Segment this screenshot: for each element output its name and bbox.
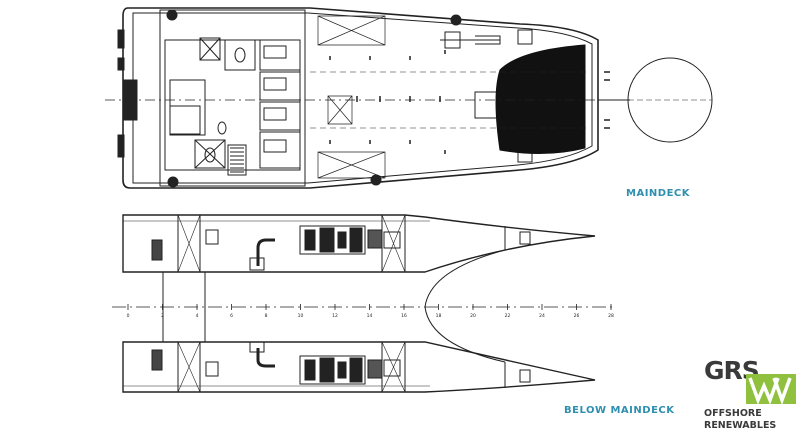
- toilet-3: [217, 121, 227, 135]
- hatch-mid: [327, 95, 353, 125]
- cabin-1: [259, 39, 301, 71]
- frame-number: 0: [127, 313, 130, 319]
- fwd-hatch-small: [517, 29, 533, 45]
- upper-gearbox: [367, 229, 383, 249]
- logo-mark-icon: [746, 374, 796, 404]
- wc-1: [224, 39, 256, 71]
- lower-exhaust-box: [249, 341, 265, 353]
- bollard-1: [166, 9, 178, 21]
- upper-tank-3: [519, 231, 531, 245]
- cross-box-1: [199, 37, 221, 61]
- upper-tank-1: [151, 239, 163, 261]
- aft-fender-1: [117, 29, 125, 49]
- frame-number: 2: [161, 313, 164, 319]
- frame-number: 12: [332, 313, 338, 319]
- bollard-4: [370, 174, 382, 186]
- cabin-4: [259, 131, 301, 169]
- main-deck-hull-outline: [122, 7, 599, 189]
- lower-tank-2: [205, 361, 219, 377]
- cabin-2: [259, 71, 301, 101]
- bunk-1: [263, 45, 287, 59]
- lower-tank-1: [151, 349, 163, 371]
- upper-bulkhead-cross-1: [177, 214, 201, 273]
- logo-line-2: RENEWABLES: [704, 420, 777, 431]
- aft-fender-2: [117, 134, 125, 158]
- lower-engine-outline: [299, 355, 366, 385]
- wc-2: [194, 139, 226, 169]
- main-deck-inner-outline: [132, 12, 593, 184]
- frame-number: 4: [196, 313, 199, 319]
- below-main-deck-label: BELOW MAINDECK: [564, 405, 675, 416]
- lower-hull-outline: [122, 341, 596, 393]
- frame-number: 10: [298, 313, 304, 319]
- bunk-4: [263, 139, 287, 153]
- upper-hull-outline: [122, 214, 596, 273]
- galley: [169, 105, 201, 135]
- stair-box-fwd: [199, 37, 221, 61]
- logo-line-1: OFFSHORE: [704, 408, 762, 419]
- tunnel-arch: [162, 249, 506, 363]
- deckhouse-inner: [164, 39, 301, 171]
- cabin-3: [259, 101, 301, 131]
- upper-exhaust-pipe: [256, 238, 275, 266]
- frame-number: 26: [574, 313, 580, 319]
- lower-gen: [383, 359, 401, 377]
- frame-number: 8: [265, 313, 268, 319]
- frame-number: 20: [470, 313, 476, 319]
- upper-tank-2: [205, 229, 219, 245]
- deckhouse-outline: [159, 9, 306, 187]
- hatch-fwd-2: [317, 151, 386, 179]
- below-deck-hull-lower: [122, 341, 596, 393]
- deck-fittings: [329, 50, 446, 154]
- bow-fender-marks: [604, 71, 610, 129]
- deck-crane-main-deck: [440, 31, 501, 49]
- bollard-3: [167, 176, 179, 188]
- upper-engine-outline: [299, 225, 366, 255]
- hatch-fwd-1: [317, 15, 386, 46]
- lower-bulkhead-cross-2: [381, 341, 406, 393]
- frame-number: 22: [505, 313, 511, 319]
- upper-engine-detail: [304, 227, 363, 253]
- below-deck-hull-upper: [122, 214, 596, 273]
- grs-logo: GRS OFFSHORE RENEWABLES: [704, 356, 796, 436]
- stair-treads: [230, 147, 244, 173]
- upper-exhaust-box: [249, 257, 265, 271]
- aft-fender-3: [117, 57, 125, 71]
- bow-trapezoid: [474, 91, 499, 119]
- lower-bulkhead-cross-1: [177, 341, 201, 393]
- stair-box: [227, 144, 247, 176]
- lower-tank-3: [519, 369, 531, 383]
- frame-number: 24: [539, 313, 545, 319]
- frame-number: 14: [367, 313, 373, 319]
- bow-well-dark: [495, 44, 586, 155]
- toilet-2: [204, 147, 216, 163]
- bunk-2: [263, 77, 287, 91]
- upper-gen: [383, 231, 401, 249]
- upper-bulkhead-cross-2: [381, 214, 406, 273]
- bollard-2: [450, 14, 462, 26]
- main-deck-label: MAINDECK: [626, 188, 690, 199]
- cross-box-2: [194, 139, 226, 169]
- bunk-3: [263, 107, 287, 121]
- frame-number: 18: [436, 313, 442, 319]
- frame-number: 16: [401, 313, 407, 319]
- toilet-1: [234, 47, 246, 63]
- frame-number: 28: [608, 313, 614, 319]
- lower-engine-detail: [304, 357, 363, 383]
- frame-number: 6: [230, 313, 233, 319]
- lower-exhaust-pipe: [256, 348, 275, 368]
- main-deck-plan: [105, 7, 713, 189]
- lower-gearbox: [367, 359, 383, 379]
